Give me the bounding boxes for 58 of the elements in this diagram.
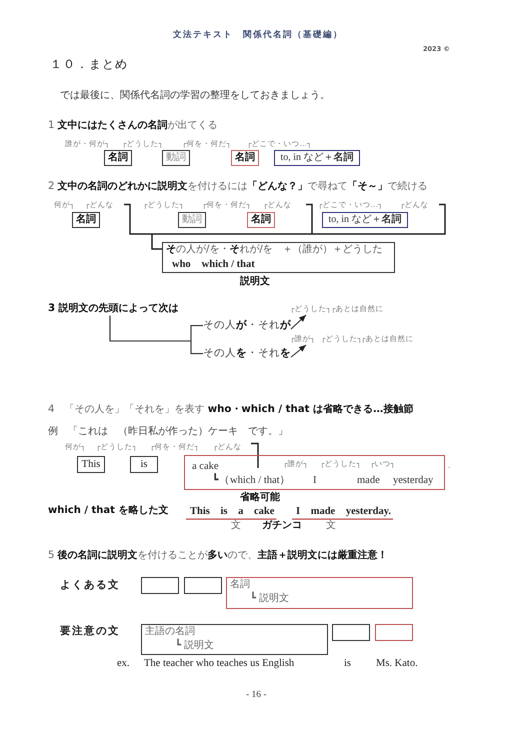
slot-text: 主語の名詞: [145, 626, 195, 638]
word-box: 動詞: [178, 212, 206, 228]
word-box: is: [130, 456, 158, 473]
row-label: which / that を略した文: [48, 505, 168, 518]
section-heading: 4 「その人を」「それを」を表す who・which / that は省略できる…接触節: [48, 404, 414, 417]
example-sentence: 例 「これは （昨日私が作った）ケーキ です。」: [48, 426, 288, 438]
word-box: to, in など＋名詞: [322, 212, 408, 228]
option-text: その人が・それが: [203, 319, 291, 332]
word-box: 名詞: [104, 150, 132, 166]
relative-clause-box: [184, 455, 445, 490]
slot-text: ┗ 説明文: [250, 593, 290, 606]
word-slot: [184, 577, 222, 594]
clause-text: ┗（which / that）: [212, 474, 291, 488]
row-label: 要注意の文: [60, 625, 120, 638]
word-box: 名詞: [231, 150, 259, 166]
english-word: I: [313, 474, 316, 488]
section-title: １０．まとめ: [50, 57, 128, 72]
section-heading: 5 後の名詞に説明文を付けることが多いので、主語＋説明文には厳重注意！: [48, 550, 388, 563]
word-slot: [375, 624, 413, 641]
word-box: to, in など＋名詞: [274, 150, 360, 166]
section-heading: 1 文中にはたくさんの名詞が出てくる: [48, 120, 218, 133]
clause-text: その人が/を・それが/を ＋（誰が）＋どうした: [166, 244, 383, 256]
english-sentence: The teacher who teaches us English: [144, 657, 294, 670]
intro-sentence: では最後に、関係代名詞の学習の整理をしておきましょう。: [60, 90, 330, 102]
english-phrase: This is a cake: [190, 505, 274, 518]
word-box: 名詞: [247, 212, 275, 228]
connector-line: [109, 316, 203, 354]
english-phrase: I made yesterday.: [296, 505, 392, 518]
word-slot: [141, 577, 179, 594]
slot-text: ┗ 説明文: [175, 640, 214, 652]
section-heading: 2 文中の名詞のどれかに説明文を付けるには「どんな？」で尋ねて「そ～」で続ける: [48, 181, 428, 194]
page-header: 文法テキスト 関係代名詞（基礎編）: [173, 30, 343, 41]
word-box: 名詞: [72, 212, 100, 228]
arrow: [290, 344, 306, 358]
word-slot: [332, 624, 370, 641]
section-heading: 3 説明文の先頭によって次は: [48, 303, 179, 316]
explanation-label: 説明文: [240, 276, 270, 288]
english-word: yesterday: [393, 474, 434, 488]
phrase-label: 文: [231, 520, 241, 532]
row-label: よくある文: [60, 579, 120, 592]
english-word: made: [357, 474, 380, 488]
word-box: 動詞: [162, 150, 190, 166]
explanation-box: [162, 242, 395, 273]
slot-text: 名詞: [230, 579, 250, 592]
english-word: a cake: [192, 460, 219, 473]
option-text: その人を・それを: [203, 347, 291, 360]
note-text: 省略可能: [240, 492, 280, 504]
noun-clause-box: [226, 577, 413, 609]
english-word: Ms. Kato.: [376, 657, 418, 670]
word-box: This: [77, 456, 105, 473]
example-label: ex.: [117, 657, 130, 670]
arrow: [290, 314, 306, 330]
phrase-label: 文: [326, 520, 336, 532]
phrase-label: ガチンコ: [262, 520, 302, 532]
pronoun-text: who which / that: [172, 258, 255, 272]
english-word: is: [344, 657, 352, 670]
noun-clause-box: [141, 624, 328, 655]
page-number: - 16 -: [246, 690, 267, 702]
